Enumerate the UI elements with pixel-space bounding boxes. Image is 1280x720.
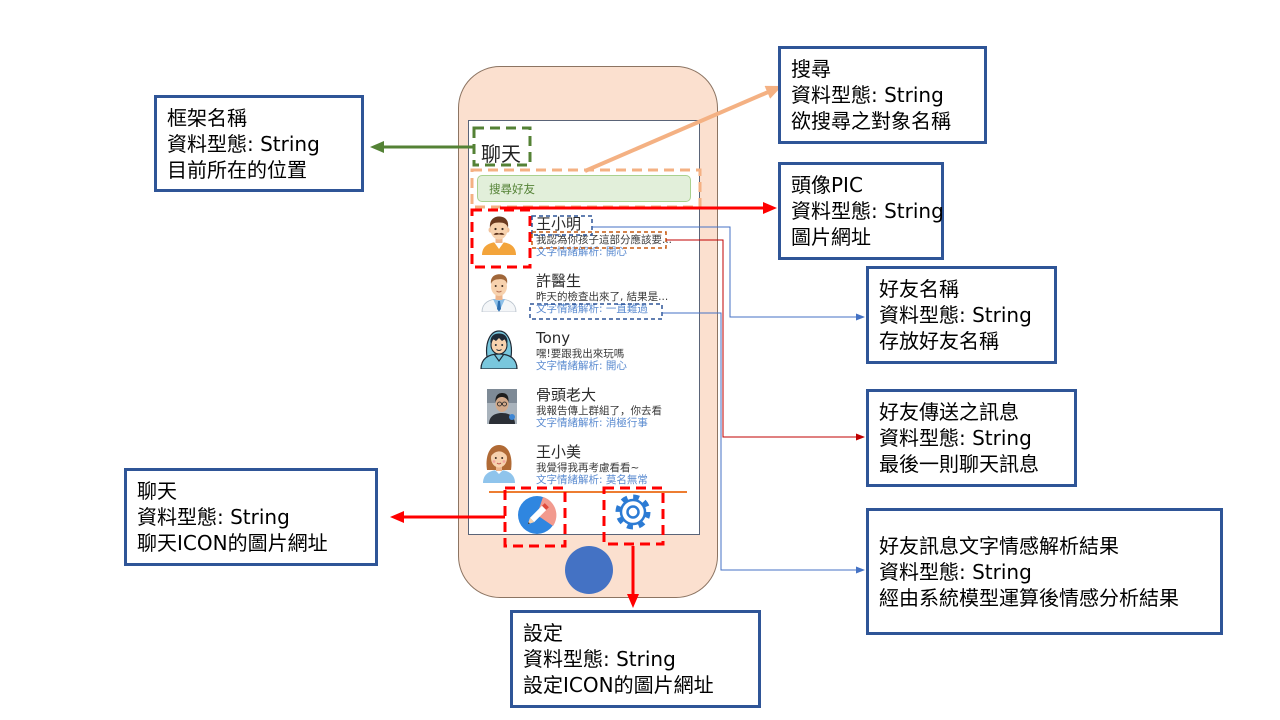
annotation-description: 聊天ICON的圖片網址 [137,531,328,555]
contact-row[interactable]: Tony 嘿!要跟我出來玩嗎 文字情緒解析: 開心 [469,325,699,382]
contact-row[interactable]: 骨頭老大 我報告傳上群組了，你去看 文字情緒解析: 消極行事 [469,382,699,439]
chat-icon [518,496,557,534]
contact-last-message: 嘿!要跟我出來玩嗎 [536,348,625,360]
sentiment-annotation: 好友訊息文字情感解析結果 資料型態: String 經由系統模型運算後情感分析結… [866,508,1223,635]
girl-avatar [477,439,521,483]
chat-annotation: 聊天 資料型態: String 聊天ICON的圖片網址 [124,468,378,566]
contact-list: 王小明 我認為你孩子這部分應該要... 文字情緒解析: 開心 [469,211,699,496]
contact-name: 許醫生 [536,272,582,290]
annotation-title: 好友名稱 [879,277,959,301]
photo-avatar [477,382,521,426]
search-annotation: 搜尋 資料型態: String 欲搜尋之對象名稱 [778,46,987,144]
contact-sentiment: 文字情緒解析: 消極行事 [536,417,648,429]
annotation-description: 最後一則聊天訊息 [879,452,1039,476]
annotation-type: 資料型態: String [879,303,1032,327]
annotation-description: 圖片網址 [791,225,871,249]
annotation-title: 搜尋 [791,57,831,81]
contact-last-message: 我覺得我再考慮看看~ [536,462,640,474]
annotation-title: 設定 [523,621,563,645]
annotation-description: 經由系統模型運算後情感分析結果 [879,585,1179,610]
annotation-title: 好友傳送之訊息 [879,400,1019,424]
contact-sentiment: 文字情緒解析: 開心 [536,360,627,372]
contact-row[interactable]: 許醫生 昨天的檢查出來了, 結果是... 文字情緒解析: 一直難過 [469,268,699,325]
contact-sentiment: 文字情緒解析: 開心 [536,246,627,258]
annotation-title: 聊天 [137,479,177,503]
annotation-description: 設定ICON的圖片網址 [523,673,714,697]
annotation-type: 資料型態: String [167,131,320,156]
annotation-description: 存放好友名稱 [879,329,999,353]
mustache-man-avatar [477,211,521,255]
gear-icon [615,494,651,530]
contact-sentiment: 文字情緒解析: 一直難過 [536,303,648,315]
annotation-title: 框架名稱 [167,105,247,130]
contact-last-message: 我認為你孩子這部分應該要... [536,234,673,246]
contact-last-message: 我報告傳上群組了，你去看 [536,405,662,417]
annotation-description: 目前所在的位置 [167,157,307,182]
phone-screen: 聊天 [468,120,700,535]
contact-name: 王小明 [536,215,582,233]
contact-row[interactable]: 王小明 我認為你孩子這部分應該要... 文字情緒解析: 開心 [469,211,699,268]
annotation-type: 資料型態: String [791,83,944,107]
contact-name: 骨頭老大 [536,386,597,404]
contact-name: 王小美 [536,443,582,461]
friend-name-annotation: 好友名稱 資料型態: String 存放好友名稱 [866,266,1057,364]
avatar-annotation: 頭像PIC 資料型態: String 圖片網址 [778,162,944,260]
annotation-type: 資料型態: String [879,559,1032,584]
annotation-description: 欲搜尋之對象名稱 [791,109,951,133]
chat-nav-button[interactable] [517,495,557,535]
contact-last-message: 昨天的檢查出來了, 結果是... [536,291,669,303]
settings-annotation: 設定 資料型態: String 設定ICON的圖片網址 [510,610,761,708]
annotation-title: 好友訊息文字情感解析結果 [879,533,1119,558]
doctor-avatar [477,268,521,312]
contact-row[interactable]: 王小美 我覺得我再考慮看看~ 文字情緒解析: 莫名無常 [469,439,699,496]
annotation-type: 資料型態: String [791,199,944,223]
frame-name-annotation: 框架名稱 資料型態: String 目前所在的位置 [154,95,364,192]
annotation-title: 頭像PIC [791,173,863,197]
annotation-type: 資料型態: String [137,505,290,529]
contact-sentiment: 文字情緒解析: 莫名無常 [536,474,648,486]
annotation-type: 資料型態: String [879,426,1032,450]
settings-nav-button[interactable] [613,492,653,532]
phone-mockup: 聊天 [458,66,718,598]
home-button[interactable] [565,546,613,594]
friend-message-annotation: 好友傳送之訊息 資料型態: String 最後一則聊天訊息 [866,389,1077,487]
hoodie-man-avatar [477,325,521,369]
nav-divider [489,491,687,493]
search-input[interactable] [477,175,691,202]
contact-name: Tony [536,329,571,347]
annotation-type: 資料型態: String [523,647,676,671]
frame-title: 聊天 [481,142,521,166]
